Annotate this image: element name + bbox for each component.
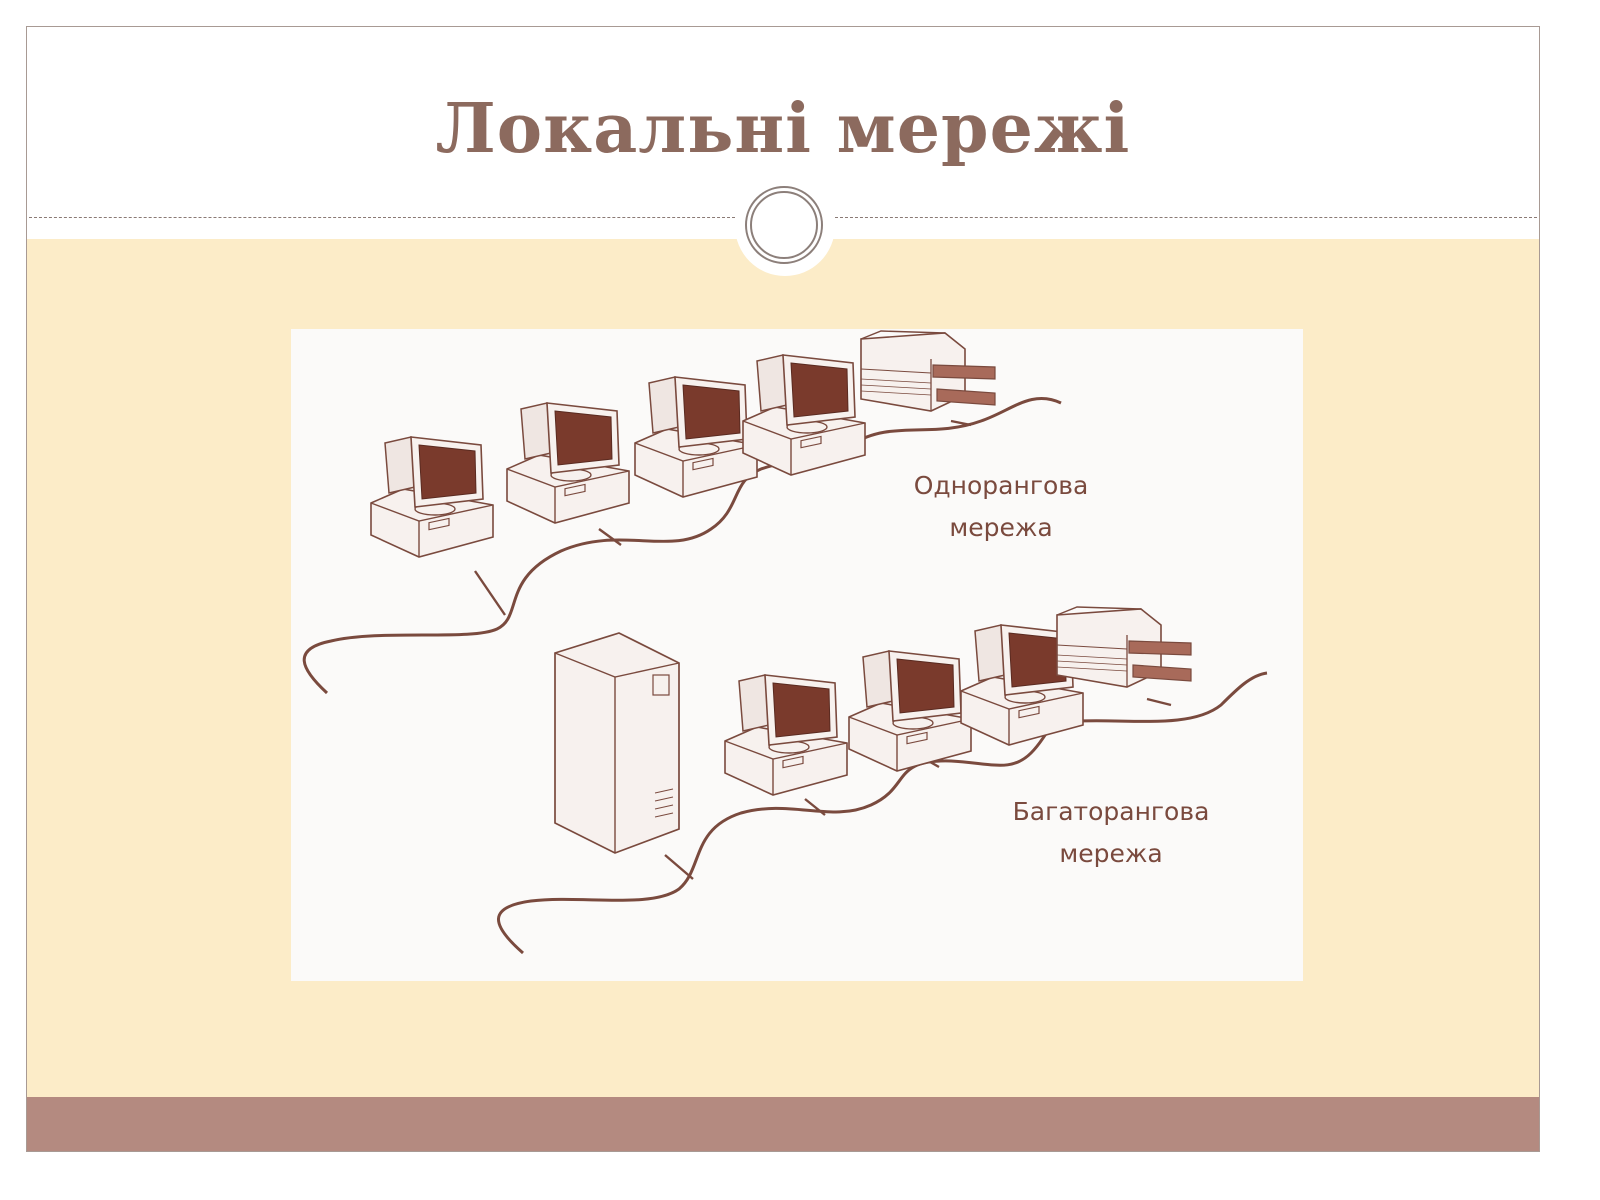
footer-band <box>27 1097 1539 1152</box>
label-peer-to-peer-line2: мережа <box>871 507 1131 549</box>
network-illustration <box>291 329 1303 981</box>
slide-title: Локальні мережі <box>27 89 1539 169</box>
workstation <box>725 675 847 795</box>
server <box>555 633 679 853</box>
label-client-server: Багаторангова мережа <box>981 791 1241 875</box>
label-peer-to-peer-line1: Однорангова <box>871 465 1131 507</box>
label-client-server-line1: Багаторангова <box>981 791 1241 833</box>
workstation <box>743 355 865 475</box>
divider-line-left <box>29 217 735 218</box>
circle-ornament-icon <box>735 176 835 276</box>
label-client-server-line2: мережа <box>981 833 1241 875</box>
workstation <box>371 437 493 557</box>
printer <box>861 331 995 411</box>
label-peer-to-peer: Однорангова мережа <box>871 465 1131 549</box>
slide: Локальні мережі <box>26 26 1540 1152</box>
workstation <box>635 377 757 497</box>
workstation <box>849 651 971 771</box>
workstation <box>507 403 629 523</box>
printer <box>1057 607 1191 687</box>
network-figure: Однорангова мережа Багаторангова мережа <box>291 329 1303 981</box>
divider-line-right <box>835 217 1537 218</box>
